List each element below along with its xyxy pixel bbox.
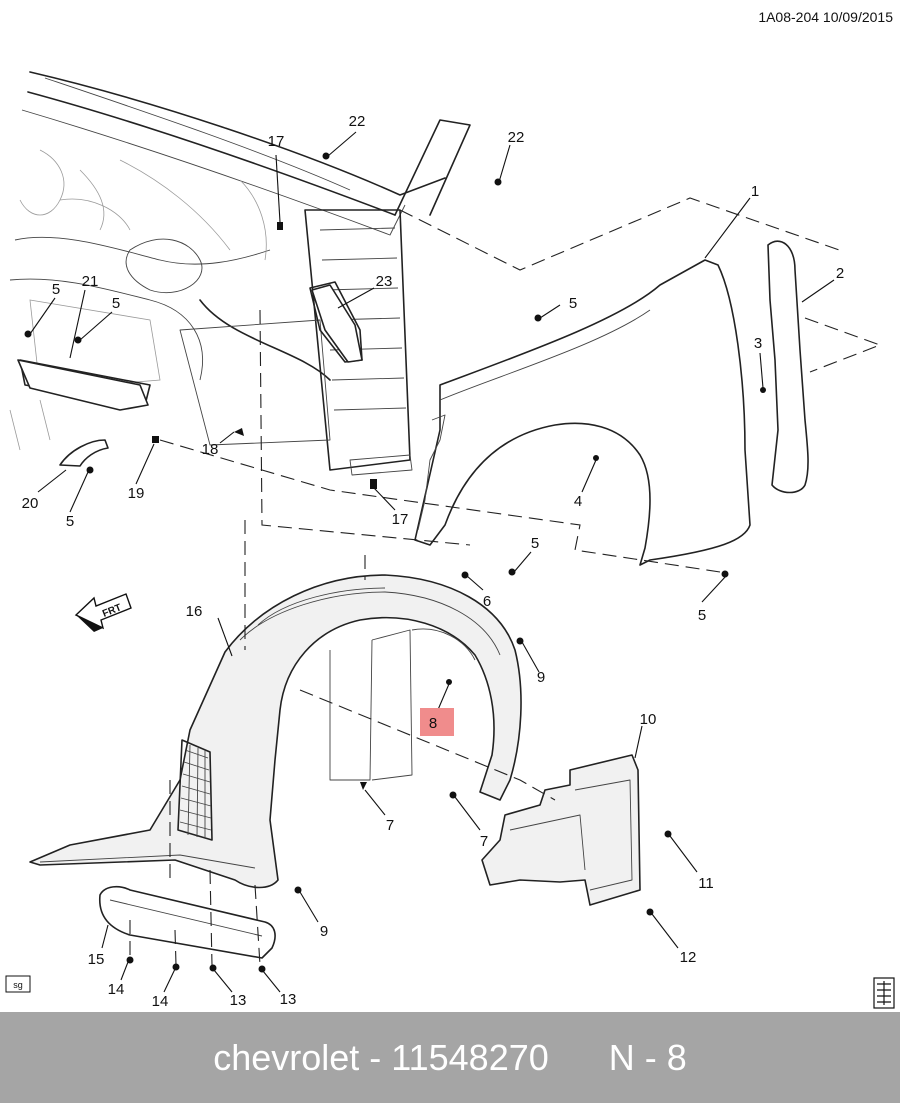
callout-6: 6 (483, 593, 491, 610)
fasteners (24, 152, 766, 973)
callout-12: 12 (680, 949, 697, 966)
callout-23: 23 (376, 273, 393, 290)
front-fender (414, 259, 751, 566)
callout-3: 3 (754, 335, 762, 352)
callout-5: 5 (66, 513, 74, 530)
alignment-lines (129, 197, 882, 966)
caption-bar: chevrolet - 11548270 N - 8 (0, 1012, 900, 1103)
part-caption: chevrolet - 11548270 N - 8 (213, 1036, 687, 1078)
fender-bracket (59, 439, 109, 467)
callout-17: 17 (392, 511, 409, 528)
callout-13: 13 (230, 992, 247, 1009)
callout-13: 13 (280, 991, 297, 1008)
callout-5: 5 (531, 535, 539, 552)
callout-5: 5 (698, 607, 706, 624)
splash-shield (481, 754, 641, 906)
callout-14: 14 (152, 993, 169, 1010)
air-deflector (99, 885, 276, 959)
callout-19: 19 (128, 485, 145, 502)
page-corner-icon (873, 977, 895, 1009)
callout-11: 11 (698, 875, 714, 892)
callout-14: 14 (108, 981, 125, 998)
diagram-reference: 1A08-204 10/09/2015 (758, 9, 893, 25)
callout-7: 7 (386, 817, 394, 834)
callout-17: 17 (268, 133, 285, 150)
callout-4: 4 (574, 493, 582, 510)
parts-diagram: 1A08-204 10/09/2015 (5, 9, 895, 1010)
callout-8: 8 (429, 715, 437, 732)
fender-support-bracket (311, 284, 363, 363)
callouts: 1 2 3 4 5 5 5 5 5 5 6 7 7 8 9 9 10 11 12… (22, 113, 845, 1010)
callout-7: 7 (480, 833, 488, 850)
callout-9: 9 (320, 923, 328, 940)
wheelhouse-liner (29, 574, 522, 889)
callout-20: 20 (22, 495, 39, 512)
callout-18: 18 (202, 441, 219, 458)
callout-15: 15 (88, 951, 105, 968)
callout-22: 22 (349, 113, 366, 130)
callout-1: 1 (751, 183, 759, 200)
callout-10: 10 (640, 711, 657, 728)
callout-5: 5 (112, 295, 120, 312)
callout-2: 2 (836, 265, 844, 282)
svg-text:sg: sg (13, 980, 23, 990)
callout-21: 21 (82, 273, 99, 290)
fender-seal (767, 240, 809, 494)
sg-badge-icon: sg (5, 975, 31, 993)
callout-5: 5 (52, 281, 60, 298)
callout-22: 22 (508, 129, 525, 146)
leader-lines (29, 131, 835, 993)
front-bracket (17, 359, 149, 411)
callout-9: 9 (537, 669, 545, 686)
callout-highlight (420, 708, 454, 736)
body-structure (9, 71, 471, 476)
callout-16: 16 (186, 603, 203, 620)
callout-5: 5 (569, 295, 577, 312)
front-direction-icon: FRT (74, 593, 132, 632)
